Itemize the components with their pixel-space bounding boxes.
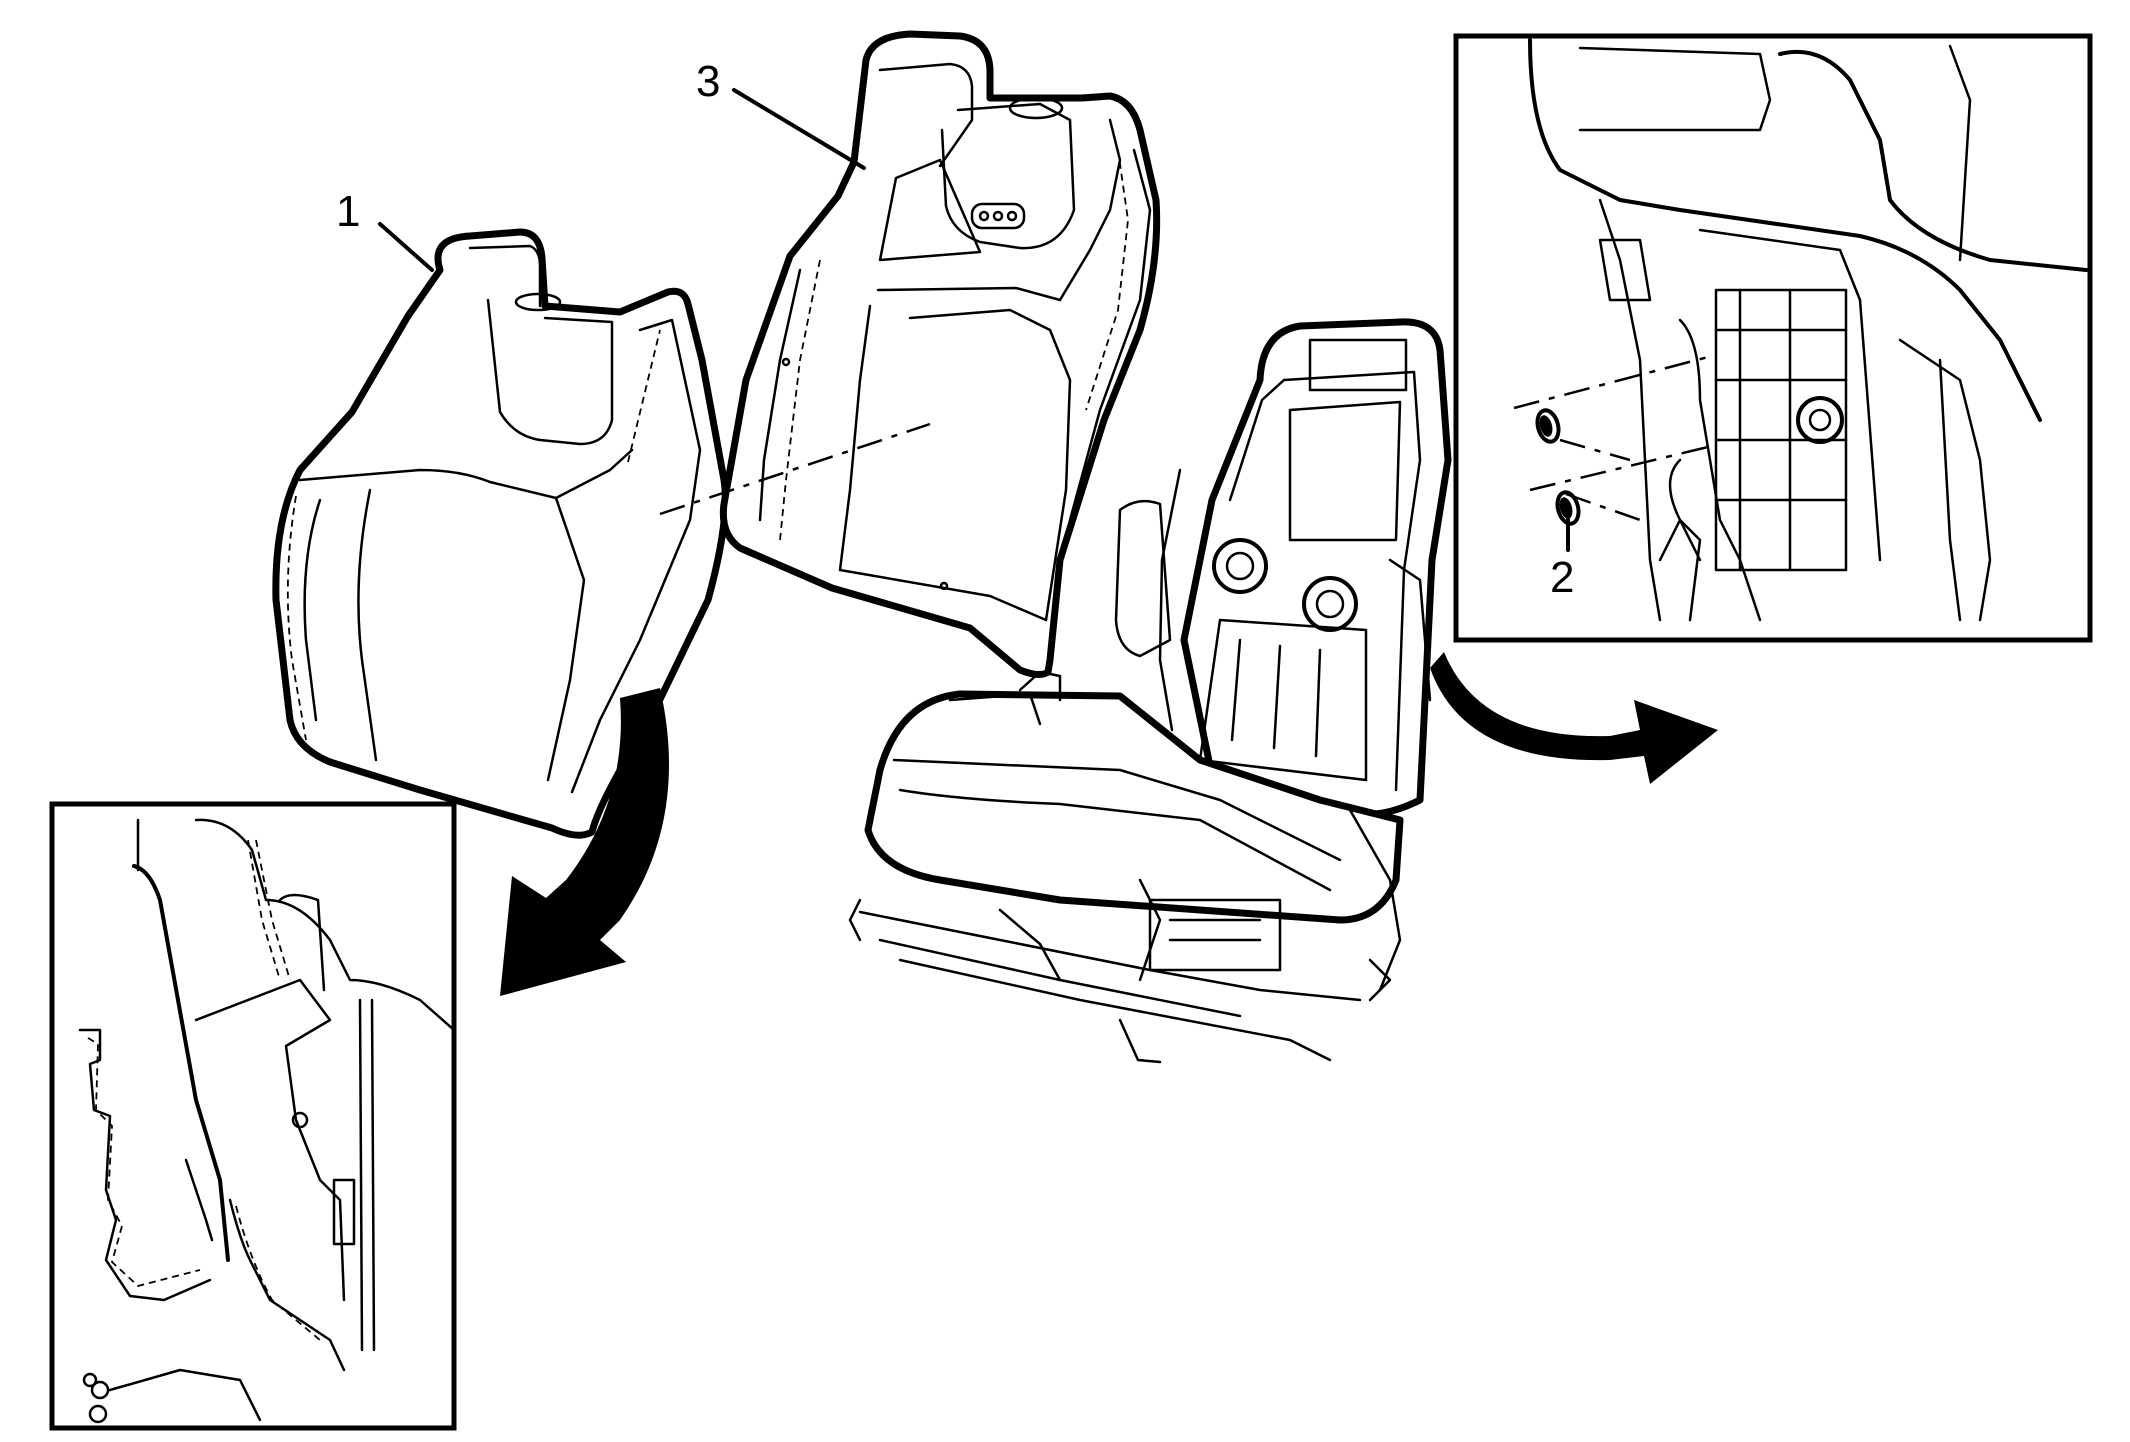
callout-3: 3 bbox=[696, 57, 720, 106]
lower-left-detail bbox=[49, 801, 457, 1431]
arrow-to-lower-left-detail bbox=[500, 688, 669, 996]
callout-1-leader bbox=[378, 222, 434, 272]
arrow-to-upper-right-detail bbox=[1430, 652, 1718, 784]
fastener-upper bbox=[1535, 408, 1561, 444]
callout-3-leader bbox=[732, 88, 866, 170]
seat-frame-assembly bbox=[848, 318, 1452, 1064]
seat-back-cover-part-3 bbox=[719, 30, 1161, 679]
callout-2: 2 bbox=[1550, 553, 1574, 602]
callout-1: 1 bbox=[336, 187, 360, 236]
upper-right-detail bbox=[1453, 33, 2093, 643]
alignment-dashed-line bbox=[659, 422, 931, 516]
